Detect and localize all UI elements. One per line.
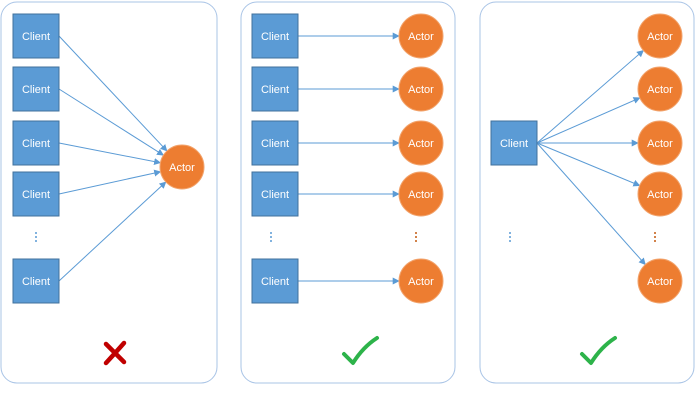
actor-label: Actor <box>408 189 434 201</box>
panel1-client-2: Client <box>12 66 60 112</box>
panel3-actor-ellipsis <box>654 232 656 242</box>
actor-circle <box>637 13 683 59</box>
actor-circle <box>398 66 444 112</box>
client-box <box>12 171 60 217</box>
client-label: Client <box>22 138 50 150</box>
actor-circle <box>637 120 683 166</box>
client-label: Client <box>22 31 50 43</box>
ellipsis-dot <box>654 232 656 234</box>
panel3-arrow-2 <box>536 97 641 144</box>
panel1-arrow-1 <box>58 35 168 152</box>
panel2-actor-2: Actor <box>398 66 444 112</box>
panel2-client-4: Client <box>251 171 299 217</box>
panel1-cross-icon <box>103 340 127 366</box>
ellipsis-dot <box>509 236 511 238</box>
client-box <box>251 120 299 166</box>
actor-label: Actor <box>408 31 434 43</box>
actor-label: Actor <box>647 138 673 150</box>
panel2-actor-3: Actor <box>398 120 444 166</box>
ellipsis-dot <box>270 236 272 238</box>
actor-label: Actor <box>647 189 673 201</box>
panel1-actor: Actor <box>159 144 205 190</box>
panel2-actor-5: Actor <box>398 258 444 304</box>
panel1-client-ellipsis <box>35 232 37 242</box>
panel1-arrow-3 <box>58 142 162 166</box>
ellipsis-dot <box>270 232 272 234</box>
client-label: Client <box>261 189 289 201</box>
ellipsis-dot <box>35 232 37 234</box>
actor-label: Actor <box>169 162 195 174</box>
panel3-actor-4: Actor <box>637 171 683 217</box>
panel3-arrow-5 <box>536 142 646 266</box>
panel1-client-3: Client <box>12 120 60 166</box>
actor-circle <box>637 258 683 304</box>
client-label: Client <box>500 138 528 150</box>
client-box <box>12 120 60 166</box>
actor-label: Actor <box>647 276 673 288</box>
panel3-check-icon <box>580 336 617 365</box>
panel2-client-5: Client <box>251 258 299 304</box>
ellipsis-dot <box>270 240 272 242</box>
client-label: Client <box>261 31 289 43</box>
actor-circle <box>398 171 444 217</box>
panel2-client-1: Client <box>251 13 299 59</box>
panel1-arrow-5 <box>58 181 167 282</box>
panel2-client-ellipsis <box>270 232 272 242</box>
client-label: Client <box>22 276 50 288</box>
panel2-check-icon <box>342 336 379 365</box>
panel1-client-1: Client <box>12 13 60 59</box>
panel2-actor-1: Actor <box>398 13 444 59</box>
panel1-arrow-2 <box>58 88 165 156</box>
client-label: Client <box>22 84 50 96</box>
panel3-actor-1: Actor <box>637 13 683 59</box>
client-box <box>251 13 299 59</box>
client-box <box>490 120 538 166</box>
ellipsis-dot <box>415 240 417 242</box>
ellipsis-dot <box>35 240 37 242</box>
client-label: Client <box>261 138 289 150</box>
client-box <box>251 258 299 304</box>
panel2-actor-4: Actor <box>398 171 444 217</box>
actor-label: Actor <box>408 276 434 288</box>
panel3-client: Client <box>490 120 538 166</box>
actor-circle <box>159 144 205 190</box>
panel1-arrow-4 <box>58 169 162 195</box>
actor-label: Actor <box>647 84 673 96</box>
panel3-arrow-4 <box>536 142 641 187</box>
client-label: Client <box>22 189 50 201</box>
panel2-actor-ellipsis <box>415 232 417 242</box>
panel2-client-3: Client <box>251 120 299 166</box>
panel1-client-5: Client <box>12 258 60 304</box>
panel3-actor-2: Actor <box>637 66 683 112</box>
ellipsis-dot <box>509 232 511 234</box>
ellipsis-dot <box>654 236 656 238</box>
actor-label: Actor <box>647 31 673 43</box>
actor-label: Actor <box>408 138 434 150</box>
actor-circle <box>637 171 683 217</box>
client-label: Client <box>261 276 289 288</box>
panel2-client-2: Client <box>251 66 299 112</box>
client-box <box>12 13 60 59</box>
panel3-actor-3: Actor <box>637 120 683 166</box>
client-label: Client <box>261 84 289 96</box>
panel3-client-ellipsis <box>509 232 511 242</box>
ellipsis-dot <box>35 236 37 238</box>
ellipsis-dot <box>509 240 511 242</box>
actor-circle <box>637 66 683 112</box>
panel3-arrow-1 <box>536 49 644 144</box>
ellipsis-dot <box>415 232 417 234</box>
actor-circle <box>398 120 444 166</box>
panel1-client-4: Client <box>12 171 60 217</box>
client-box <box>251 171 299 217</box>
client-box <box>12 66 60 112</box>
ellipsis-dot <box>415 236 417 238</box>
client-box <box>12 258 60 304</box>
ellipsis-dot <box>654 240 656 242</box>
actor-circle <box>398 258 444 304</box>
actor-circle <box>398 13 444 59</box>
client-box <box>251 66 299 112</box>
actor-label: Actor <box>408 84 434 96</box>
panel3-actor-5: Actor <box>637 258 683 304</box>
